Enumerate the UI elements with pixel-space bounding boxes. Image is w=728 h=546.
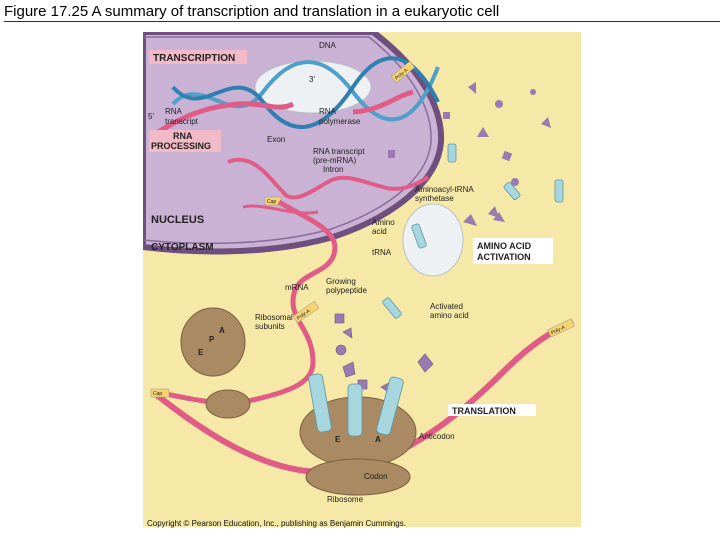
cap-marker-cytoplasm [150, 388, 170, 398]
rna-transcript-label-2: transcript [165, 117, 199, 126]
codon-label: Codon [364, 472, 388, 481]
ribosome-site-e: E [335, 435, 341, 444]
rna-processing-label-1: RNA [173, 131, 193, 141]
ribosomal-subunits-label-2: subunits [255, 322, 285, 331]
spliced-mrna-strand [242, 204, 319, 215]
poly-a-marker-translation [547, 318, 575, 338]
ribosomal-small-subunit [205, 389, 251, 419]
dna-strand-2 [171, 56, 440, 130]
cytoplasm-label: CYTOPLASM [151, 242, 214, 253]
rna-processing-label-2: PROCESSING [151, 141, 211, 151]
poly-a-marker-nucleus [390, 60, 416, 84]
figure-panel: TRANSCRIPTION DNA 3' 5' RNA transcript R… [143, 32, 581, 527]
translation-label-box [448, 404, 536, 416]
trna-molecules [382, 143, 564, 319]
cap-label-cytoplasm: Cap [153, 391, 162, 397]
synthetase-label-2: synthetase [415, 194, 454, 203]
synthetase-label-1: Aminoacyl-tRNA [415, 185, 474, 194]
subunit-site-a: A [219, 326, 225, 335]
copyright-notice: Copyright © Pearson Education, Inc., pub… [147, 519, 406, 528]
amino-acid-activation-box [473, 238, 553, 264]
ribosome-site-a: A [375, 435, 381, 444]
rna-transcript-strand [156, 101, 295, 135]
ribosome-small-subunit [305, 458, 411, 496]
dna-strand-1 [171, 60, 440, 122]
ribosomal-subunits-label-1: Ribosomal [255, 313, 293, 322]
growing-polypeptide [334, 313, 434, 395]
amino-acid-label-1: Amino [372, 218, 395, 227]
exon-intron-strand [227, 157, 430, 200]
exon-label: Exon [267, 135, 285, 144]
dna-label: DNA [319, 41, 337, 50]
growing-polypeptide-label-2: polypeptide [326, 286, 367, 295]
activated-amino-acid-label-1: Activated [430, 302, 463, 311]
cap-label-nucleus: Cap [267, 199, 276, 205]
rna-processing-label-bar [149, 130, 221, 152]
transcription-label-bar [149, 50, 247, 64]
pre-mrna-strand [352, 89, 414, 115]
anticodon-label: Anticodon [419, 432, 455, 441]
free-amino-acids [388, 82, 551, 226]
translation-label: TRANSLATION [452, 406, 516, 416]
trna-label: tRNA [372, 248, 392, 257]
poly-a-marker-mrna [292, 300, 320, 324]
title-divider [4, 21, 720, 22]
slide-title: Figure 17.25 A summary of transcription … [4, 3, 500, 20]
five-prime-label: 5' [148, 112, 154, 121]
nucleus-label: NUCLEUS [151, 214, 204, 226]
pre-mrna-label-2: (pre-mRNA) [313, 156, 356, 165]
amino-acid-activation-label-2: ACTIVATION [477, 252, 531, 262]
rna-polymerase-label-1: RNA [319, 107, 337, 116]
activated-amino-acid-label-2: amino acid [430, 311, 469, 320]
mrna-label: mRNA [285, 283, 309, 292]
pre-mrna-label-1: RNA transcript [313, 147, 365, 156]
poly-a-label-translation: Poly-A [550, 324, 566, 336]
rna-polymerase-label-2: polymerase [319, 117, 361, 126]
rna-transcript-label-1: RNA [165, 107, 183, 116]
amino-acid-label-2: acid [372, 227, 387, 236]
amino-acid-activation-label-1: AMINO ACID [477, 241, 532, 251]
ribosome-trna-p [347, 383, 363, 437]
three-prime-label: 3' [309, 75, 315, 84]
ribosome-trna-a [376, 376, 404, 436]
intron-label: Intron [323, 165, 343, 174]
ribosome-label: Ribosome [327, 495, 364, 504]
subunit-site-e: E [198, 348, 204, 357]
subunit-site-p: P [209, 335, 215, 344]
ribosomal-large-subunit [180, 307, 246, 377]
growing-polypeptide-label-1: Growing [326, 277, 356, 286]
aminoacyl-trna-synthetase [402, 203, 464, 277]
ribosome-trna-e [308, 373, 332, 433]
transcription-label: TRANSCRIPTION [153, 53, 235, 64]
transcription-translation-diagram: TRANSCRIPTION DNA 3' 5' RNA transcript R… [143, 32, 575, 504]
nuclear-envelope-inner [143, 36, 432, 245]
